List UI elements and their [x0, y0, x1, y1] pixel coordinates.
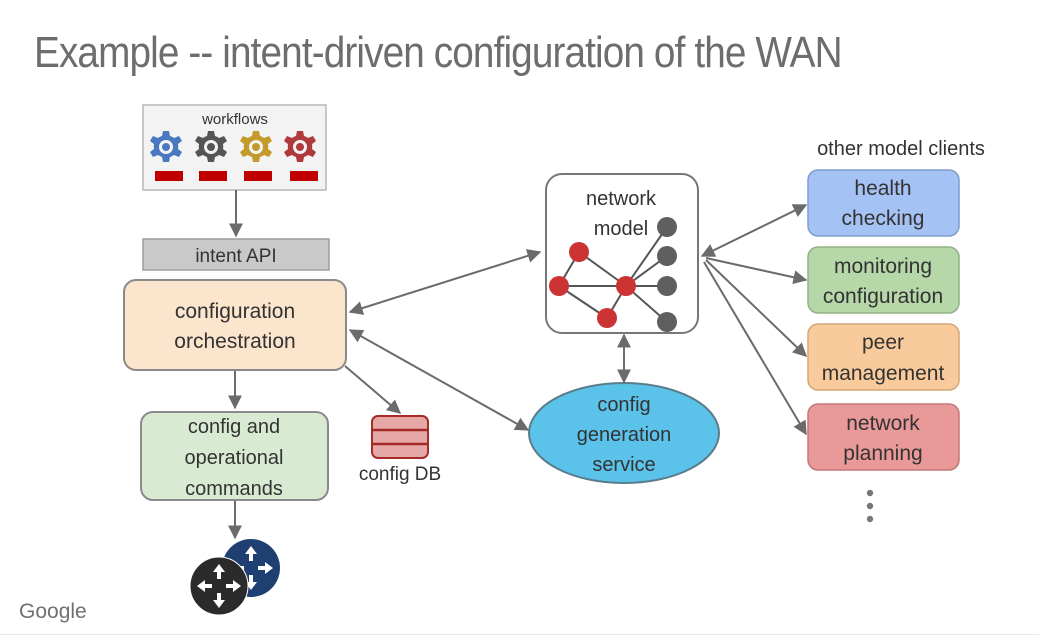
- node-label: configuration: [175, 300, 295, 323]
- slide-title: Example -- intent-driven configuration o…: [34, 28, 843, 77]
- node-label: network: [586, 188, 657, 210]
- node-label: service: [592, 454, 655, 476]
- node-label: config: [597, 394, 650, 416]
- arrow-orchestration-generation: [348, 329, 530, 431]
- node-label: management: [822, 362, 945, 385]
- network-node: [657, 246, 677, 266]
- network-node: [657, 217, 677, 237]
- intent-api-label: intent API: [195, 246, 276, 267]
- client-monitoring-configuration: monitoring configuration: [807, 246, 960, 314]
- arrow-orchestration-model: [348, 249, 542, 315]
- client-network-planning: network planning: [807, 403, 960, 471]
- network-model-box: network model: [545, 173, 699, 334]
- workflow-bar-2: [199, 171, 227, 181]
- config-commands-box: config and operational commands: [140, 411, 329, 501]
- google-logo: Google: [19, 600, 87, 623]
- intent-api-box: intent API: [142, 238, 330, 271]
- node-label: operational: [185, 447, 284, 469]
- arrow-model-peer: [705, 259, 808, 357]
- gear-icon-3: [240, 131, 272, 162]
- node-label: commands: [185, 478, 283, 500]
- workflows-panel: workflows: [142, 104, 327, 191]
- node-label: checking: [842, 207, 925, 230]
- client-health-checking: health checking: [807, 169, 960, 237]
- workflow-bar-3: [244, 171, 272, 181]
- node-label: config and: [188, 416, 280, 438]
- arrow-model-health: [700, 204, 808, 257]
- client-peer-management: peer management: [807, 323, 960, 391]
- model-clients-heading: other model clients: [817, 138, 985, 160]
- node-label: health: [854, 177, 911, 200]
- node-label: peer: [862, 331, 904, 354]
- arrow-model-planning: [703, 261, 807, 436]
- node-label: model: [594, 218, 648, 240]
- node-label: configuration: [823, 285, 943, 308]
- slide-bottom-divider: [0, 634, 1039, 635]
- arrow-model-monitoring: [705, 257, 808, 285]
- network-node: [657, 312, 677, 332]
- workflow-bar-4: [290, 171, 318, 181]
- network-node: [616, 276, 636, 296]
- config-generation-service: config generation service: [528, 382, 720, 484]
- node-label: planning: [843, 442, 922, 465]
- node-label: generation: [577, 424, 672, 446]
- configuration-orchestration-box: configuration orchestration: [123, 279, 347, 371]
- router-icon-black: [189, 556, 249, 616]
- arrow-orchestration-to-db: [344, 365, 402, 414]
- workflows-label: workflows: [201, 111, 268, 128]
- more-clients-ellipsis: [866, 489, 874, 523]
- node-label: monitoring: [834, 255, 932, 278]
- connector-arrows: [228, 190, 808, 540]
- network-node: [569, 242, 589, 262]
- database-icon: config DB: [359, 415, 441, 485]
- gear-icon-2: [195, 131, 227, 162]
- config-db-label: config DB: [359, 464, 441, 485]
- network-node: [657, 276, 677, 296]
- workflow-bar-1: [155, 171, 183, 181]
- node-label: orchestration: [174, 330, 295, 353]
- gear-icon-1: [150, 131, 182, 162]
- node-label: network: [846, 412, 920, 435]
- gear-icon-4: [284, 131, 316, 162]
- network-node: [549, 276, 569, 296]
- network-node: [597, 308, 617, 328]
